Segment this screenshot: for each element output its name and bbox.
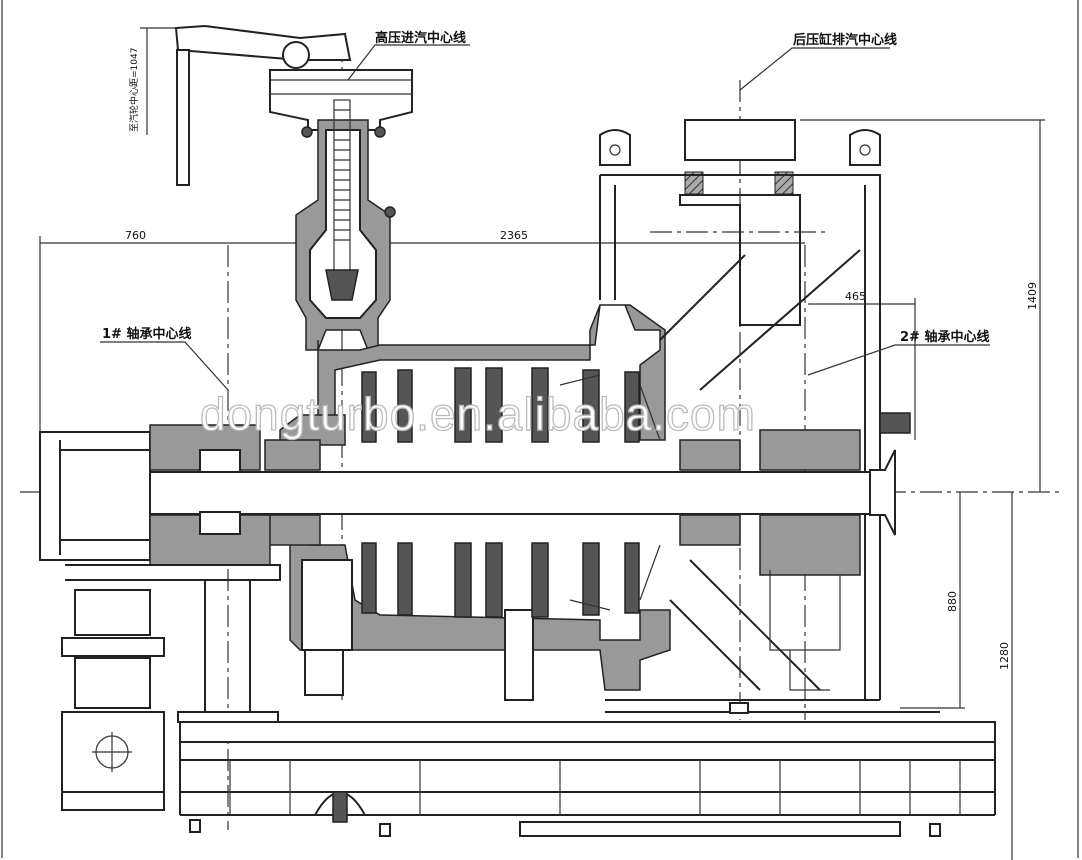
control-valve (295, 99, 396, 351)
svg-text:2# 轴承中心线: 2# 轴承中心线 (900, 329, 989, 345)
label-exhaust: 后压缸排汽中心线 (739, 32, 897, 91)
svg-text:高压进汽中心线: 高压进汽中心线 (375, 30, 466, 46)
exhaust-casing (599, 119, 940, 714)
svg-text:465: 465 (845, 290, 866, 303)
dimension-1047: 至汽轮中心距=1047 (128, 27, 180, 135)
glands (264, 429, 861, 691)
svg-text:2365: 2365 (500, 229, 528, 242)
svg-text:1280: 1280 (998, 642, 1011, 670)
rotor-blades (361, 367, 661, 618)
label-bearing2: 2# 轴承中心线 (807, 329, 990, 376)
svg-text:760: 760 (125, 229, 146, 242)
watermark: dongturbo.en.alibaba.com (200, 388, 756, 440)
label-hp-inlet: 高压进汽中心线 (347, 30, 470, 81)
lower-casing (289, 524, 671, 701)
svg-text:1409: 1409 (1026, 282, 1039, 310)
valve-lever (174, 24, 413, 186)
label-bearing1: 1# 轴承中心线 (100, 326, 229, 391)
svg-text:后压缸排汽中心线: 后压缸排汽中心线 (793, 32, 897, 48)
rotor-shaft (109, 412, 911, 536)
dimension-880: 880 (900, 492, 965, 709)
dimension-1409: 1409 (800, 119, 1045, 492)
svg-text:880: 880 (946, 591, 959, 612)
dimension-465: 465 (808, 290, 916, 440)
front-bearing-pedestal (39, 424, 281, 581)
dimension-1280: 1280 (998, 492, 1013, 860)
base-frame (177, 580, 996, 837)
svg-text:至汽轮中心距=1047: 至汽轮中心距=1047 (128, 48, 140, 132)
dimension-760-2365: 760 2365 (39, 229, 805, 440)
svg-text:1# 轴承中心线: 1# 轴承中心线 (102, 326, 191, 342)
gearbox-stack (61, 589, 165, 811)
